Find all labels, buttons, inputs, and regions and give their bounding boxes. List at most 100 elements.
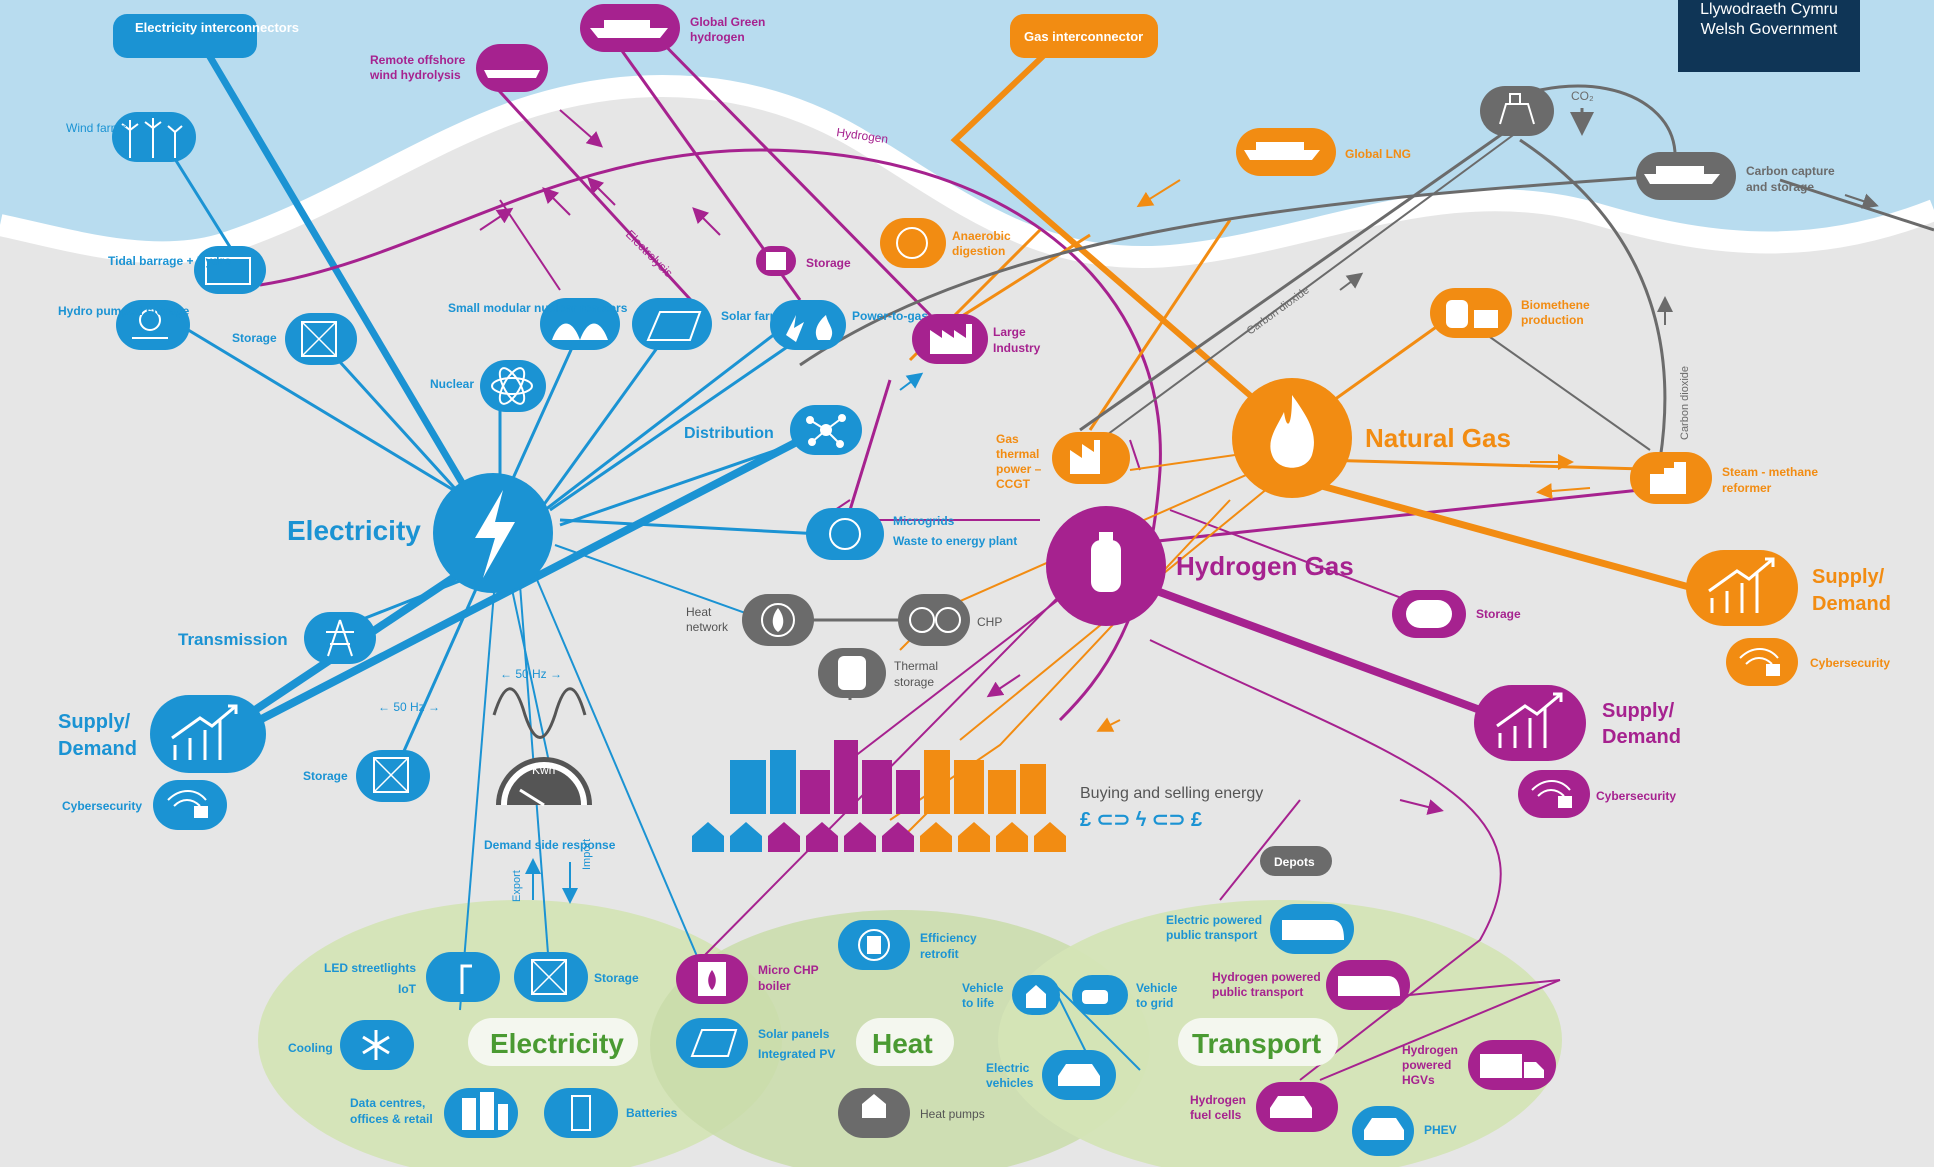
buying-selling-label: Buying and selling energy bbox=[1080, 785, 1263, 802]
gov-line-welsh: Llywodraeth Cymru bbox=[1700, 1, 1838, 18]
iot-label: IoT bbox=[398, 982, 417, 996]
steam-methane-label-2: reformer bbox=[1722, 481, 1772, 495]
truck-icon bbox=[1480, 1054, 1544, 1078]
nuclear-label: Nuclear bbox=[430, 377, 474, 391]
elec-supply-demand-node bbox=[150, 695, 266, 773]
cooling-label: Cooling bbox=[288, 1041, 333, 1055]
electric-vehicles-label: Electric bbox=[986, 1061, 1030, 1075]
hydro-pumped-label: Hydro pumped storage bbox=[58, 304, 190, 318]
efficiency-label: Efficiency bbox=[920, 931, 977, 945]
carbon-capture-node bbox=[1636, 152, 1736, 200]
hz50-right-label: ← 50 Hz → bbox=[500, 667, 562, 681]
demand-side-label: Demand side response bbox=[484, 838, 616, 852]
wifi-lock-icon bbox=[167, 790, 207, 807]
gas-cybersecurity-label: Cybersecurity bbox=[1810, 656, 1890, 670]
water-wheel-icon bbox=[139, 309, 161, 331]
wind-farms-node bbox=[112, 112, 196, 162]
electric-vehicles-node bbox=[1042, 1050, 1116, 1100]
train-icon bbox=[1282, 920, 1344, 940]
chart-up-icon bbox=[171, 704, 238, 760]
elec-supply-demand-label: Supply/ bbox=[58, 711, 131, 733]
carbon-capture-label-2: and storage bbox=[1746, 180, 1814, 194]
oil-rig-icon bbox=[1499, 93, 1535, 125]
svg-text:Kwh: Kwh bbox=[532, 763, 555, 777]
hydrogen-hgvs-label: Hydrogen bbox=[1402, 1043, 1458, 1057]
h2-storage-node bbox=[1392, 590, 1466, 638]
cooling-node bbox=[340, 1020, 414, 1070]
dam-icon bbox=[205, 257, 251, 285]
batteries-node bbox=[544, 1088, 618, 1138]
export-label: Export bbox=[511, 870, 523, 902]
electric-public-label-2: public transport bbox=[1166, 928, 1257, 942]
distribution-node bbox=[790, 405, 862, 455]
electric-public-label: Electric powered bbox=[1166, 913, 1262, 927]
storage-mid-label: Storage bbox=[303, 769, 348, 783]
flame-icon bbox=[1270, 395, 1314, 468]
h2-storage-top-label: Storage bbox=[806, 256, 851, 270]
h2-cybersecurity-label: Cybersecurity bbox=[1596, 789, 1676, 803]
elec-cybersecurity-label: Cybersecurity bbox=[62, 799, 142, 813]
thermal-storage-node bbox=[818, 648, 886, 698]
hydrogen-fuel-cells-node bbox=[1256, 1082, 1338, 1132]
zone-heat-label: Heat bbox=[872, 1028, 933, 1059]
ccgt-label: Gas bbox=[996, 432, 1019, 446]
wave-icon bbox=[492, 687, 587, 739]
depots-node: Depots bbox=[1260, 846, 1332, 876]
led-node bbox=[426, 952, 500, 1002]
gauge-icon bbox=[496, 757, 592, 805]
co2-label: CO₂ bbox=[1571, 89, 1594, 103]
import-label: Import bbox=[581, 839, 593, 870]
pylon-icon bbox=[326, 619, 354, 657]
vehicle-to-life-node bbox=[1012, 975, 1060, 1015]
gas-cybersecurity-node bbox=[1726, 638, 1798, 686]
solar-panels-node bbox=[676, 1018, 748, 1068]
solar-panels-label: Solar panels bbox=[758, 1027, 830, 1041]
svg-text:Depots: Depots bbox=[1274, 855, 1315, 869]
solar-farms-node bbox=[632, 298, 712, 350]
hydrogen-public-node bbox=[1326, 960, 1410, 1010]
electric-public-node bbox=[1270, 904, 1354, 954]
lightning-icon bbox=[475, 490, 515, 578]
remote-offshore-label: Remote offshore bbox=[370, 53, 466, 67]
elec-cybersecurity-node bbox=[153, 780, 227, 830]
storage-node-mid bbox=[356, 750, 430, 802]
transmission-label: Transmission bbox=[178, 630, 288, 649]
ccgt-node bbox=[1052, 432, 1130, 484]
microgrids-label: Microgrids bbox=[893, 514, 955, 528]
hydrogen-gas-hub bbox=[1046, 506, 1166, 626]
carbon-capture-label: Carbon capture bbox=[1746, 164, 1835, 178]
vehicle-to-grid-label-2: to grid bbox=[1136, 996, 1173, 1010]
heat-pumps-node bbox=[838, 1088, 910, 1138]
buildings-icon bbox=[730, 740, 1046, 814]
h2-storage-label: Storage bbox=[1476, 607, 1521, 621]
electricity-hub bbox=[433, 473, 553, 593]
chp-node bbox=[898, 594, 970, 646]
gas-supply-demand-node bbox=[1686, 550, 1798, 626]
small-modular-label: Small modular nuclear reactors bbox=[448, 301, 628, 315]
atom-icon bbox=[491, 367, 533, 405]
micro-chp-node bbox=[676, 954, 748, 1004]
hydrogen-public-label-2: public transport bbox=[1212, 985, 1303, 999]
battery-icon bbox=[571, 1095, 591, 1131]
large-industry-node bbox=[912, 314, 988, 364]
ccgt-label-4: CCGT bbox=[996, 477, 1031, 491]
microgrids-node bbox=[806, 508, 884, 560]
houses-icon bbox=[692, 822, 1066, 852]
biomethene-label: Biomethene bbox=[1521, 298, 1590, 312]
hydrogen-hgvs-label-3: HGVs bbox=[1402, 1073, 1435, 1087]
gas-supply-demand-label-2: Demand bbox=[1812, 593, 1891, 615]
zone-electricity-label: Electricity bbox=[490, 1028, 624, 1059]
batteries-label: Batteries bbox=[626, 1106, 678, 1120]
h2-cybersecurity-node bbox=[1518, 770, 1590, 818]
h2-supply-demand-label: Supply/ bbox=[1602, 700, 1675, 722]
car-icon bbox=[1058, 1064, 1100, 1086]
heat-network-label-2: network bbox=[686, 620, 729, 634]
zone-transport-badge bbox=[1178, 1018, 1338, 1066]
phev-node bbox=[1352, 1106, 1414, 1156]
biomethene-label-2: production bbox=[1521, 313, 1584, 327]
micro-chp-label: Micro CHP bbox=[758, 963, 819, 977]
power-to-gas-node bbox=[770, 300, 846, 350]
coastline bbox=[0, 75, 1934, 269]
zone-electricity-badge bbox=[468, 1018, 638, 1066]
led-label: LED streetlights bbox=[324, 961, 416, 975]
